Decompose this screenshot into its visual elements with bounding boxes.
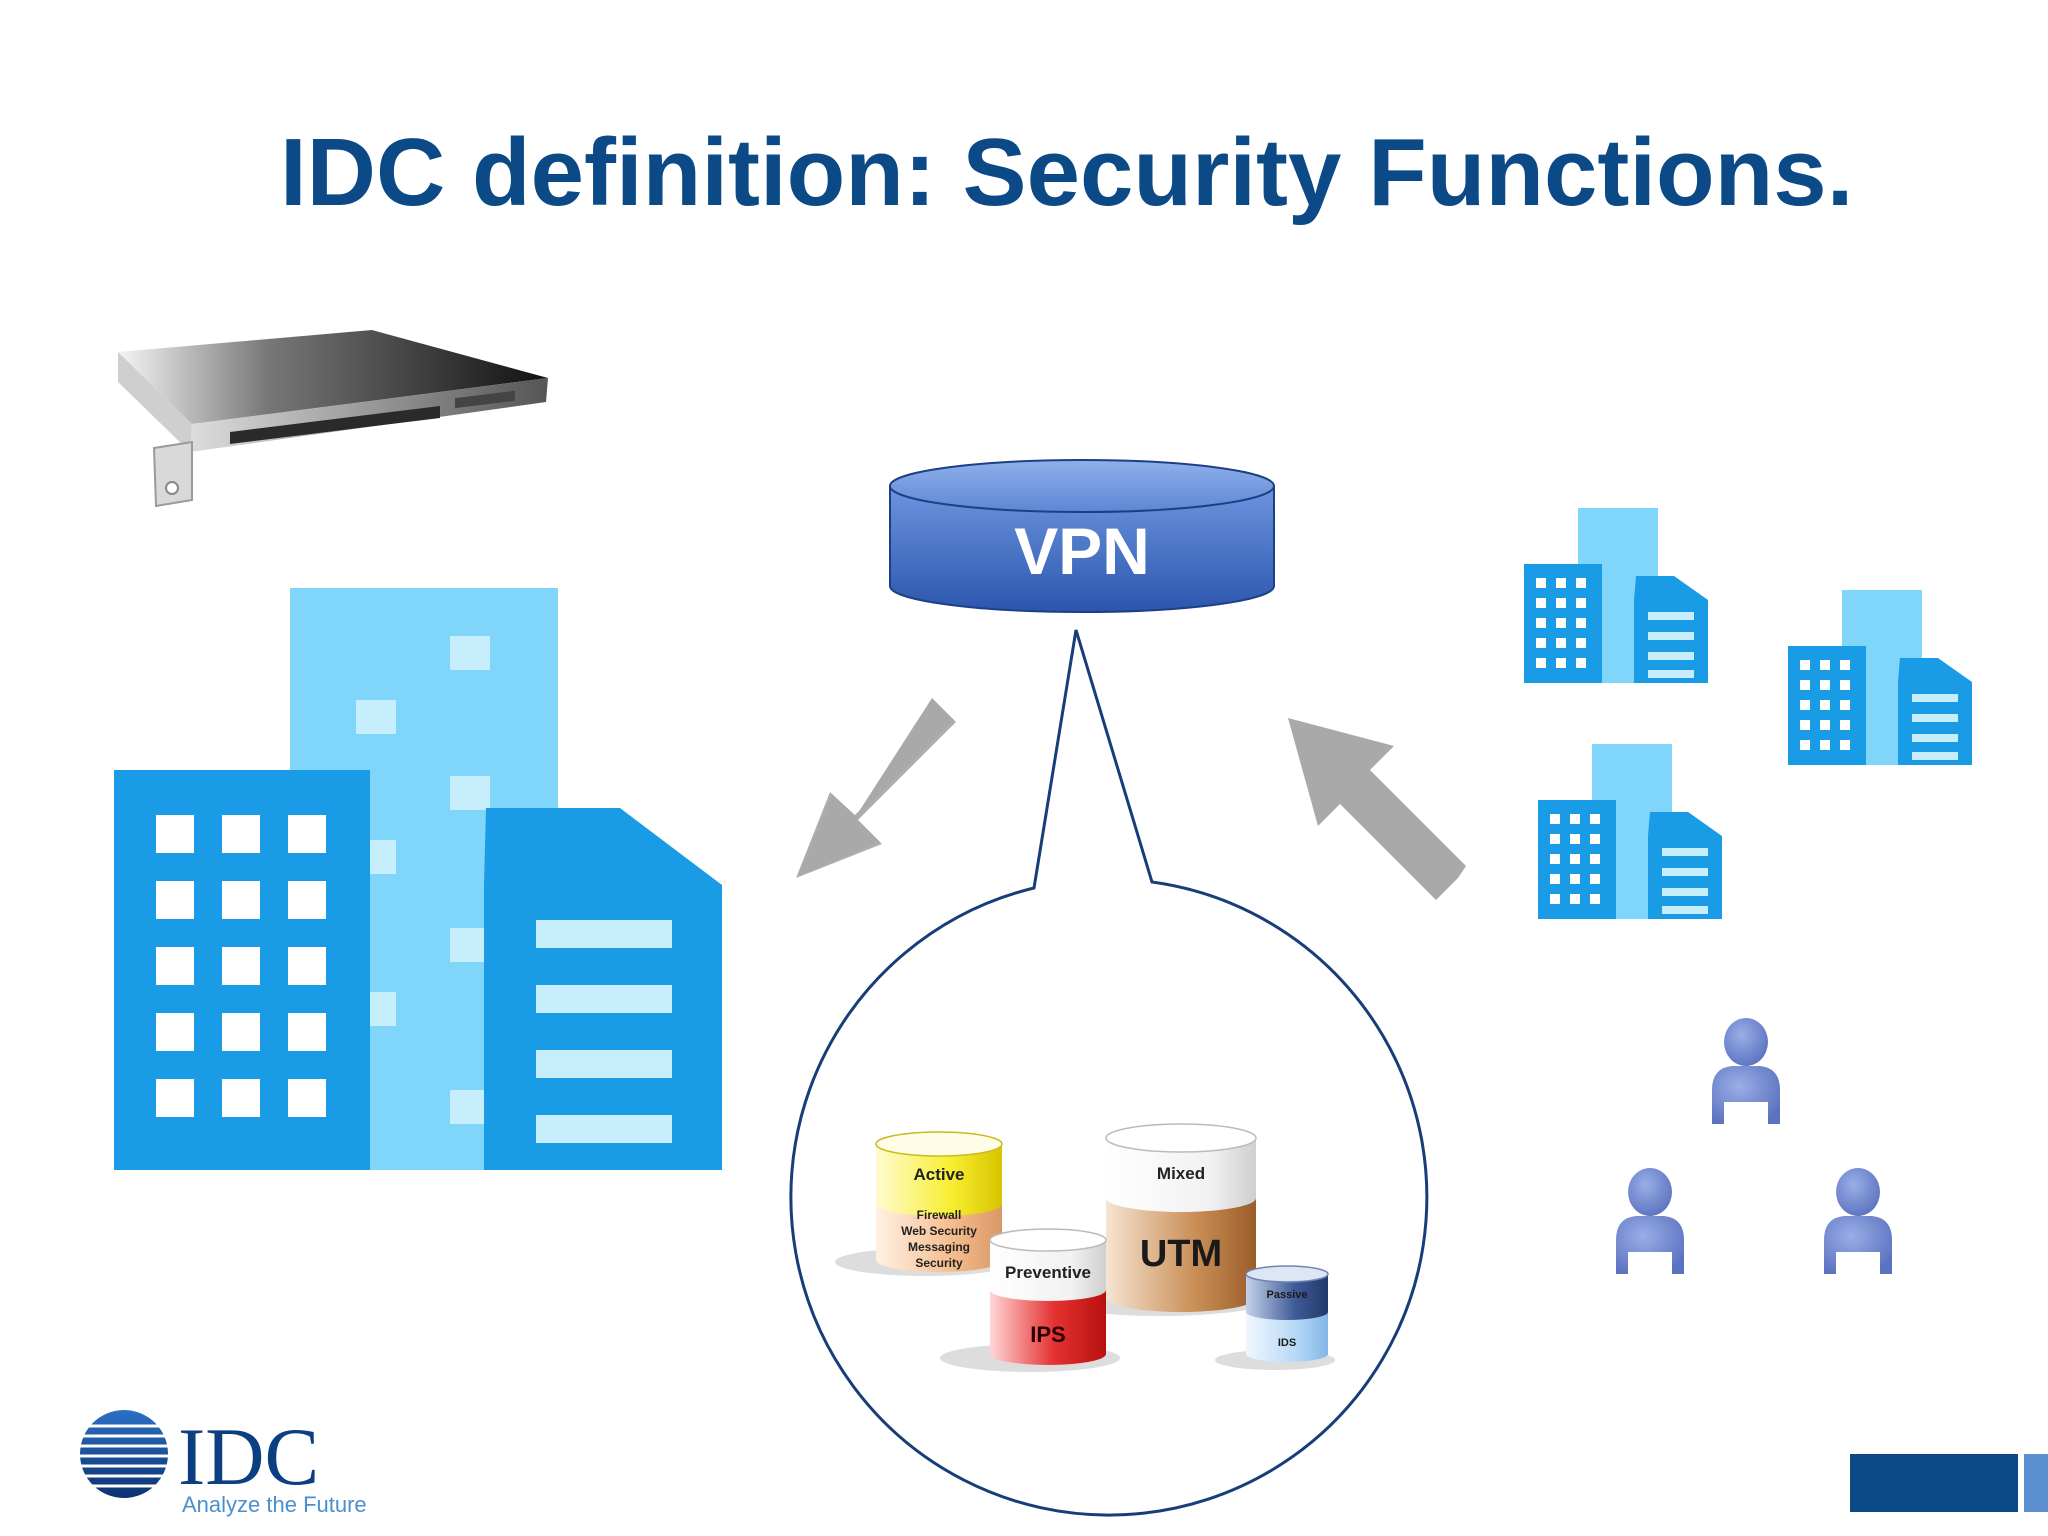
branch-office-icon-3 bbox=[1538, 744, 1722, 919]
vpn-node: VPN bbox=[889, 459, 1275, 613]
corner-accent-bar bbox=[1850, 1454, 2048, 1512]
vpn-label: VPN bbox=[1014, 514, 1150, 588]
utm-label: UTM bbox=[1140, 1233, 1222, 1275]
ids-label: IDS bbox=[1278, 1337, 1296, 1349]
remote-user-icon-2 bbox=[1616, 1168, 1684, 1274]
active-line-2: Web Security bbox=[901, 1224, 977, 1238]
idc-logo: IDC Analyze the Future bbox=[60, 1410, 367, 1517]
preventive-header: Preventive bbox=[1005, 1263, 1091, 1282]
mixed-utm-cylinder: Mixed UTM bbox=[1050, 1123, 1270, 1316]
passive-ids-cylinder: Passive IDS bbox=[1215, 1265, 1335, 1370]
remote-user-icon-1 bbox=[1712, 1018, 1780, 1124]
active-line-3: Messaging bbox=[908, 1240, 970, 1254]
remote-user-icon-3 bbox=[1824, 1168, 1892, 1274]
arrow-to-headquarters-icon bbox=[796, 696, 956, 878]
mixed-header: Mixed bbox=[1157, 1164, 1205, 1183]
active-line-4: Security bbox=[915, 1256, 963, 1270]
active-security-cylinder: Active Firewall Web Security Messaging S… bbox=[835, 1131, 1015, 1276]
headquarters-building-icon bbox=[114, 588, 722, 1170]
ips-label: IPS bbox=[1030, 1322, 1065, 1347]
slide-title: IDC definition: Security Functions. bbox=[280, 119, 1854, 226]
preventive-ips-cylinder: Preventive IPS bbox=[940, 1228, 1120, 1372]
active-line-1: Firewall bbox=[917, 1208, 962, 1222]
passive-header: Passive bbox=[1267, 1289, 1308, 1301]
branch-office-icon-2 bbox=[1788, 590, 1972, 765]
server-appliance-icon bbox=[118, 330, 548, 508]
active-header: Active bbox=[913, 1165, 964, 1184]
logo-name: IDC bbox=[178, 1411, 319, 1502]
arrow-to-vpn-icon bbox=[1288, 718, 1466, 900]
logo-tagline: Analyze the Future bbox=[182, 1492, 367, 1517]
globe-icon bbox=[60, 1410, 188, 1498]
branch-office-icon-1 bbox=[1524, 508, 1708, 683]
